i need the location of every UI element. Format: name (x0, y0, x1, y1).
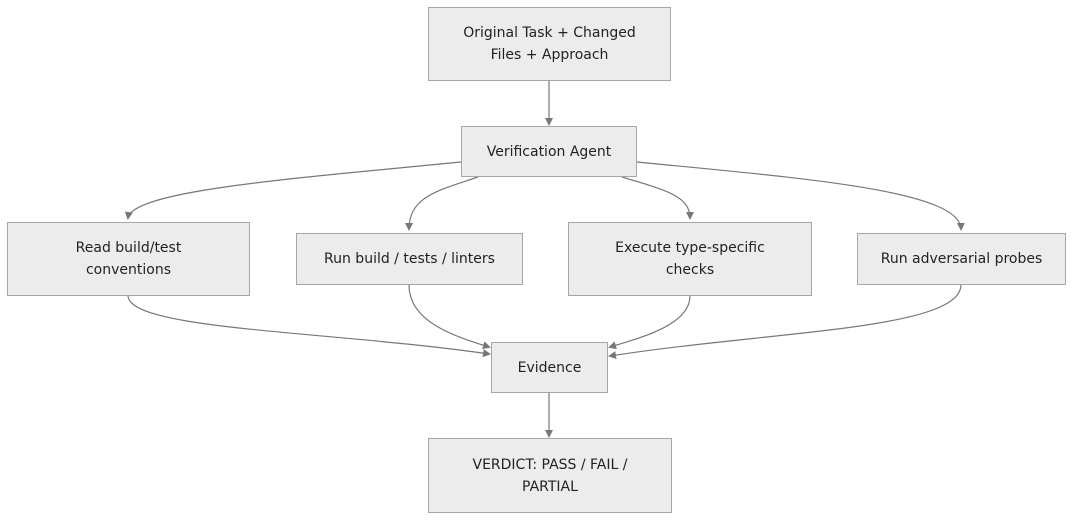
node-evidence: Evidence (491, 342, 608, 393)
edge-agent-to-adversarial (636, 161, 965, 231)
edge-adversarial-to-evidence (608, 284, 962, 360)
node-evidence-label: Evidence (517, 359, 582, 376)
node-adversarial-probes: Run adversarial probes (857, 233, 1066, 285)
node-execute-checks: Execute type-specific checks (568, 222, 812, 296)
node-verification-agent-label: Verification Agent (486, 143, 612, 160)
node-read-conventions-label: Read build/test conventions (75, 240, 182, 278)
edge-run-to-evidence (408, 284, 491, 350)
node-read-conventions: Read build/test conventions (7, 222, 250, 296)
edge-agent-to-read (124, 161, 462, 220)
node-run-build-tests: Run build / tests / linters (296, 233, 523, 285)
edge-execute-to-evidence (608, 295, 691, 350)
node-adversarial-probes-label: Run adversarial probes (880, 251, 1043, 267)
node-verification-agent: Verification Agent (461, 126, 637, 177)
edge-agent-to-run (405, 176, 479, 231)
node-execute-checks-label: Execute type-specific checks (615, 240, 765, 278)
node-run-build-tests-label: Run build / tests / linters (324, 251, 495, 267)
edge-read-to-evidence (127, 295, 491, 358)
node-verdict: VERDICT: PASS / FAIL / PARTIAL (428, 438, 672, 513)
node-original-task-label: Original Task + Changed Files + Approach (463, 25, 636, 63)
node-verdict-label: VERDICT: PASS / FAIL / PARTIAL (472, 456, 628, 495)
node-original-task: Original Task + Changed Files + Approach (428, 7, 671, 81)
edge-agent-to-execute (621, 176, 694, 220)
